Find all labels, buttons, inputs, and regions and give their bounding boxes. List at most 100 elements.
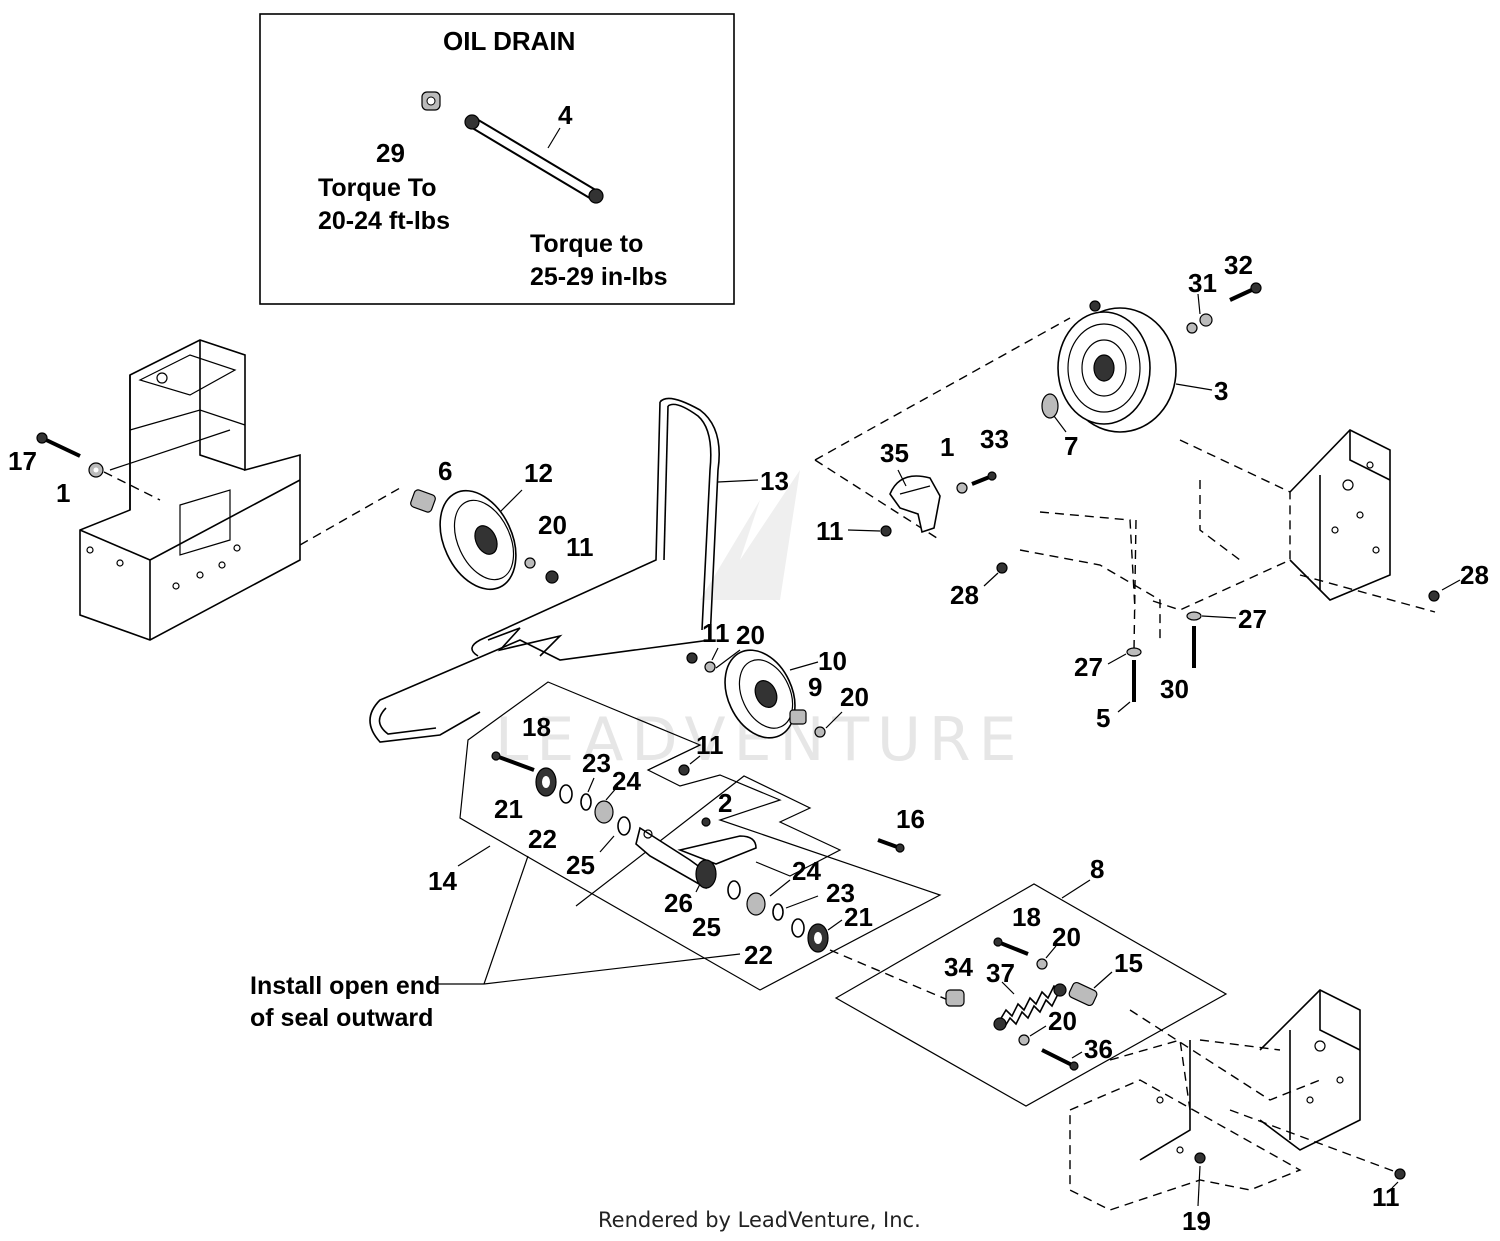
idler-arm-assembly-outline (459, 681, 942, 991)
washer-20-a-icon (524, 557, 536, 569)
callout-6: 6 (438, 456, 452, 486)
callout-15: 15 (1114, 948, 1143, 978)
callout-36: 36 (1084, 1034, 1113, 1064)
callout-12: 12 (524, 458, 553, 488)
callout-34: 34 (944, 952, 973, 982)
seal-22-a-icon (559, 784, 573, 804)
seal-22-b-icon (791, 918, 805, 938)
callout-23-b: 23 (826, 878, 855, 908)
washer-20-c-icon (814, 726, 826, 738)
bearing-24-b-icon (746, 892, 766, 916)
callout-20-c: 20 (840, 682, 869, 712)
torque-note-4-line1: Torque to (530, 230, 643, 258)
washer-1-right-icon (956, 482, 968, 494)
seal-note-line2: of seal outward (250, 1004, 433, 1032)
callout-14: 14 (428, 866, 457, 896)
washer-27-upper-icon (1186, 611, 1202, 621)
callout-19: 19 (1182, 1206, 1211, 1236)
bolt-18-a-icon (491, 751, 535, 772)
bolt-36-icon (1041, 1048, 1079, 1071)
nut-19-icon (1194, 1152, 1206, 1164)
seal-note-line1: Install open end (250, 972, 440, 1000)
callout-16: 16 (896, 804, 925, 834)
bolt-33-icon (971, 471, 997, 486)
bracket-35-icon (889, 475, 941, 534)
pulley-10-icon (724, 649, 796, 739)
callout-4: 4 (558, 100, 573, 130)
callout-28-right: 28 (1460, 560, 1489, 590)
nut-11-a-icon (545, 570, 559, 584)
callout-27-right: 27 (1238, 604, 1267, 634)
callout-20-a: 20 (538, 510, 567, 540)
callout-13: 13 (760, 466, 789, 496)
callout-3: 3 (1214, 376, 1228, 406)
torque-note-4-line2: 25-29 in-lbs (530, 263, 668, 291)
callout-20-d: 20 (1052, 922, 1081, 952)
seal-note-leaders (436, 855, 741, 985)
spring-assembly-outline (834, 883, 1228, 1107)
callout-11-b: 11 (816, 516, 844, 546)
callout-8: 8 (1090, 854, 1104, 884)
callout-5: 5 (1096, 703, 1110, 733)
oil-drain-inset: OIL DRAIN 29 4 Torque To 20-24 ft-lbs To… (259, 13, 735, 305)
callout-20-b: 20 (736, 620, 765, 650)
callout-11-d: 11 (696, 730, 724, 760)
callout-29: 29 (376, 138, 405, 168)
washer-1-left-icon (88, 462, 104, 478)
callout-30: 30 (1160, 674, 1189, 704)
callout-22-b: 22 (744, 940, 773, 970)
lower-right-frame (1069, 989, 1397, 1211)
callout-11-a: 11 (566, 532, 594, 562)
callout-20-e: 20 (1048, 1006, 1077, 1036)
torque-note-29-line1: Torque To (318, 174, 437, 202)
callout-11-e: 11 (1372, 1182, 1400, 1212)
spacer-6-icon (410, 489, 436, 513)
nut-11-c-icon (686, 652, 698, 664)
callout-33: 33 (980, 424, 1009, 454)
washer-27-lower-icon (1126, 647, 1142, 657)
spacer-15-icon (1068, 981, 1098, 1007)
callout-1-left: 1 (56, 478, 70, 508)
key-7-icon (1041, 393, 1059, 419)
oring-25-a-icon (617, 816, 631, 836)
callout-27-left: 27 (1074, 652, 1103, 682)
callout-11-c: 11 (702, 618, 730, 648)
torque-note-29-line2: 20-24 ft-lbs (318, 207, 450, 235)
inset-frame (259, 13, 735, 305)
bolt-18-b-icon (993, 937, 1029, 956)
callout-24-b: 24 (792, 856, 821, 886)
washers-31-icon (1186, 313, 1213, 334)
callout-18-b: 18 (1012, 902, 1041, 932)
idler-arm-icon (635, 826, 757, 890)
washer-20-e-icon (1018, 1034, 1030, 1046)
callout-21-a: 21 (494, 794, 523, 824)
callout-25-a: 25 (566, 850, 595, 880)
callout-1-right: 1 (940, 432, 954, 462)
callout-23-a: 23 (582, 748, 611, 778)
callout-21-b: 21 (844, 902, 873, 932)
callout-28-left: 28 (950, 580, 979, 610)
callout-22-a: 22 (528, 824, 557, 854)
callout-9: 9 (808, 672, 822, 702)
callout-18-a: 18 (522, 712, 551, 742)
nut-11-d-icon (678, 764, 690, 776)
bolt-16-icon (877, 838, 905, 853)
spring-37-icon (993, 983, 1067, 1031)
callout-10: 10 (818, 646, 847, 676)
bolt-17-icon (36, 432, 81, 458)
ring-23-b-icon (772, 903, 784, 921)
callout-7: 7 (1064, 431, 1078, 461)
washer-20-d-icon (1036, 958, 1048, 970)
spacer-34-icon (945, 989, 965, 1007)
inset-title: OIL DRAIN (443, 26, 575, 56)
callout-31: 31 (1188, 268, 1217, 298)
bolt-32-icon (1229, 282, 1262, 302)
nut-28-right-icon (1428, 590, 1440, 602)
footer-credit: Rendered by LeadVenture, Inc. (598, 1208, 921, 1232)
nut-11-e-icon (1394, 1168, 1406, 1180)
oring-25-b-icon (727, 880, 741, 900)
drain-hose-icon (464, 114, 604, 204)
belt-13-icon (369, 397, 720, 743)
nut-11-b-icon (880, 525, 892, 537)
